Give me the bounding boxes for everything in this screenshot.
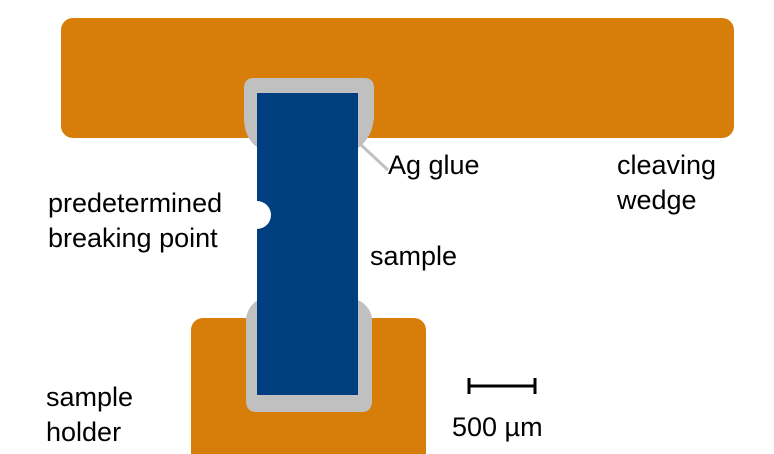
sample-holder-label: sample holder	[46, 380, 133, 450]
sample-holder-line1: sample	[46, 382, 134, 412]
breaking-point-notch	[243, 201, 271, 229]
scale-bar-label: 500 µm	[452, 412, 543, 442]
predetermined-breaking-point-line2: breaking point	[48, 223, 218, 253]
ag-glue-label: Ag glue	[388, 150, 480, 180]
ag-glue-leader-line	[358, 142, 390, 172]
predetermined-breaking-point-line1: predetermined	[48, 188, 223, 218]
cleaving-wedge-line2: wedge	[617, 185, 697, 215]
cleaving-wedge-line1: cleaving	[617, 150, 717, 180]
sample-holder-line2: holder	[46, 417, 122, 447]
cleaving-wedge-label: cleaving wedge	[617, 148, 716, 218]
scale-bar	[467, 378, 537, 394]
predetermined-breaking-point-label: predetermined breaking point	[48, 186, 222, 256]
sample-crystal	[257, 93, 358, 395]
cleaving-wedge	[61, 18, 734, 138]
sample-label: sample	[370, 241, 458, 271]
